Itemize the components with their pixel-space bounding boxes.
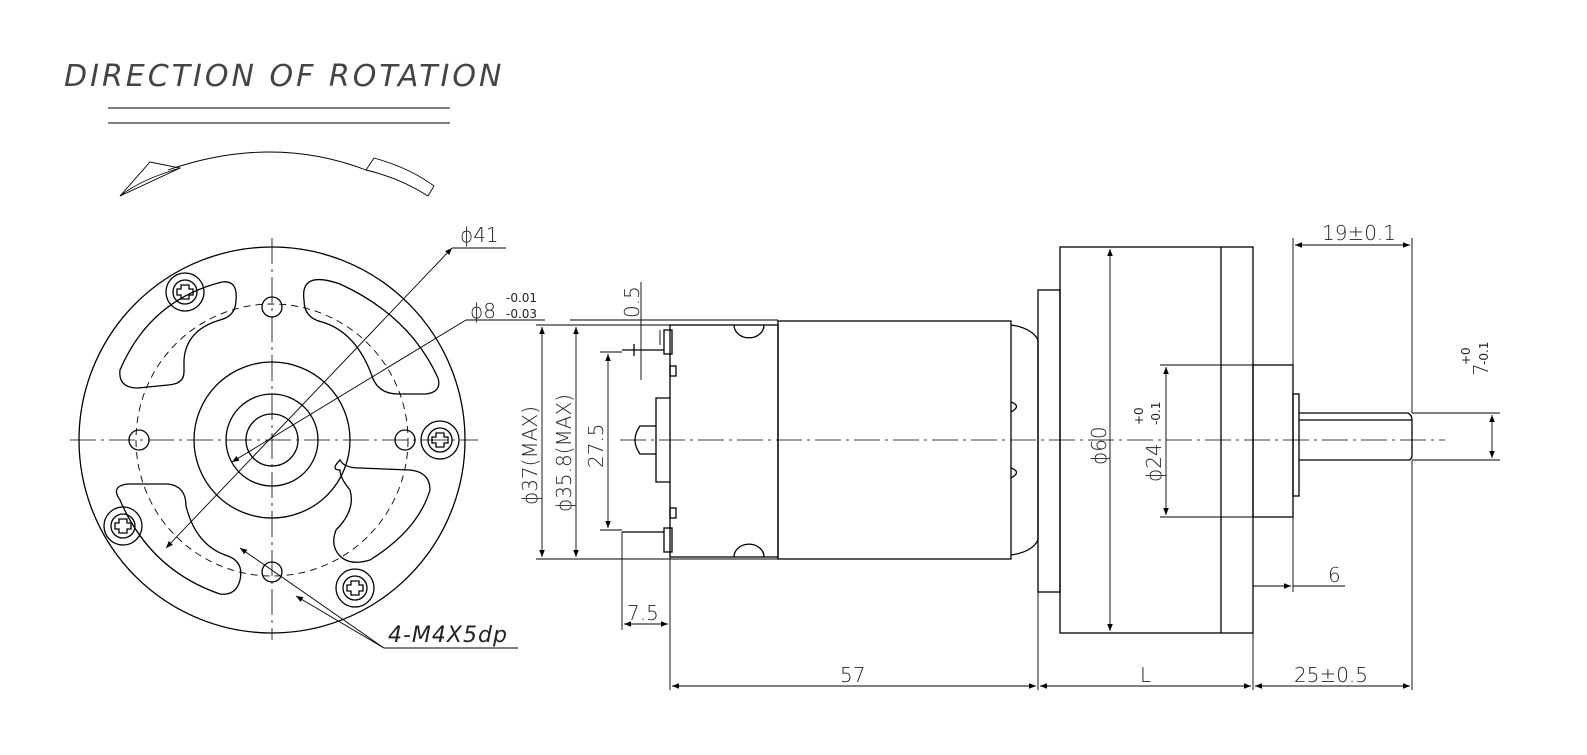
gearbox-length-label: L — [1140, 663, 1151, 687]
shaft-flat-length-label: 19±0.1 — [1322, 221, 1396, 245]
front-view — [70, 238, 545, 649]
motor-length-label: 57 — [840, 663, 865, 687]
shaft-length-label: 25±0.5 — [1294, 663, 1368, 687]
shaft-tolerance-lower: -0.03 — [506, 307, 537, 321]
gearbox-diameter-label: ϕ60 — [1087, 426, 1111, 465]
screw-icon — [335, 568, 375, 608]
mount-holes-label: 4-M4X5dp — [388, 623, 508, 648]
flat-tolerance-lower: -0.1 — [1477, 342, 1491, 365]
screw-icon — [165, 272, 205, 312]
motor-max-diameter-label: ϕ37(MAX) — [518, 406, 542, 505]
rotation-title: DIRECTION OF ROTATION — [64, 59, 504, 94]
motor-body-diameter-label: ϕ35.8(MAX) — [552, 394, 576, 512]
shaft-diameter-label: ϕ8 — [470, 299, 496, 323]
screw-icon — [103, 506, 143, 546]
boss-tolerance-upper: +0 — [1132, 407, 1146, 425]
flat-tolerance-upper: +0 — [1459, 347, 1473, 365]
dimension-lines — [536, 238, 1500, 690]
shaft-tolerance-upper: -0.01 — [506, 291, 537, 305]
boss-diameter-label: ϕ24 — [1142, 443, 1166, 482]
flat-height-label: 7 — [1469, 363, 1493, 376]
side-view — [620, 246, 1445, 634]
rotation-arrow-icon — [119, 151, 435, 197]
terminal-span-label: 27.5 — [584, 423, 608, 468]
boss-tolerance-lower: -0.1 — [1149, 402, 1163, 425]
terminal-width-label: 7.5 — [627, 601, 659, 625]
terminal-offset-label: 0.5 — [620, 286, 644, 318]
bolt-circle-label: ϕ41 — [460, 223, 499, 247]
boss-length-label: 6 — [1328, 563, 1341, 587]
